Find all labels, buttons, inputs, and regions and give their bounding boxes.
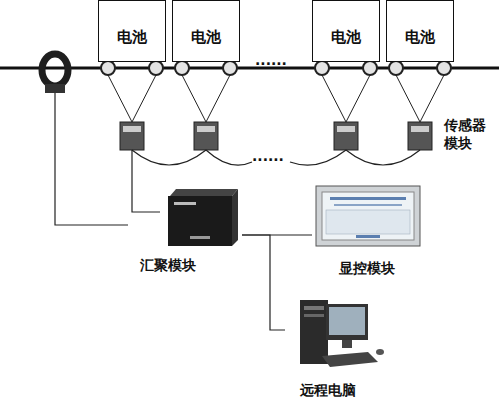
sense-wire [396, 75, 444, 122]
chain-wire [206, 150, 252, 165]
module-caption: 传感器 模块 [444, 117, 492, 153]
device-mark [190, 236, 210, 239]
device-mark [174, 202, 196, 205]
node-text: 显控模块 [312, 260, 422, 278]
battery-box: 电池 [172, 0, 240, 62]
terminal [223, 61, 237, 75]
ellipsis: ...... [255, 52, 295, 68]
pc-stand [342, 340, 352, 348]
pc-monitor [326, 304, 368, 340]
bus-line [0, 67, 499, 70]
current-clamp [42, 54, 128, 225]
node-text: 电池 [99, 1, 165, 47]
clamp-body [45, 84, 65, 93]
sensor-module [194, 122, 218, 150]
terminal [149, 61, 163, 75]
device-body [168, 196, 232, 246]
pc-drive [304, 314, 324, 317]
sensor-label-plate [123, 126, 141, 132]
node-text: 电池 [313, 1, 379, 47]
pc-mouse [376, 349, 384, 355]
sensor-module [408, 122, 432, 150]
sensor-module [120, 122, 144, 150]
computer [300, 300, 384, 367]
pc-drive [304, 306, 324, 310]
ellipsis: ...... [252, 148, 292, 164]
battery-box: 电池 [98, 0, 166, 62]
sensor-bus-wire [132, 150, 160, 212]
terminal [389, 61, 403, 75]
terminal [175, 61, 189, 75]
chain-wire [132, 150, 206, 165]
display-device [316, 186, 420, 246]
chain-wire [346, 150, 420, 165]
terminal [101, 61, 115, 75]
screen-footer [356, 235, 380, 238]
device-side [232, 189, 238, 246]
aggregation-module: 汇聚模块 [128, 185, 242, 275]
sense-wire [182, 75, 230, 122]
node-text: 远程电脑 [285, 382, 370, 400]
connector-wire [242, 235, 285, 330]
terminal [363, 61, 377, 75]
chain-wire [290, 150, 346, 165]
screen-line [334, 204, 402, 206]
node-text: 汇聚模块 [128, 257, 208, 275]
display-module: 显控模块 [312, 183, 422, 278]
sense-wire [108, 75, 156, 122]
battery-box: 电池 [312, 0, 380, 62]
remote-computer: 远程电脑 [285, 292, 370, 400]
pc-keyboard [322, 352, 378, 367]
sensor-module [334, 122, 358, 150]
sensor-modules [120, 122, 432, 150]
pc-tower [300, 300, 328, 364]
aggregation-device [168, 189, 238, 246]
terminal [315, 61, 329, 75]
pc-screen [329, 307, 365, 335]
sense-wires [108, 75, 444, 122]
sensor-label-plate [411, 126, 429, 132]
clamp-wire [55, 93, 128, 225]
sense-wire [322, 75, 370, 122]
clamp-ring [42, 54, 68, 86]
device-top [170, 189, 238, 196]
bus-bar [0, 68, 499, 69]
battery-box: 电池 [386, 0, 454, 62]
sensor-label-plate [337, 126, 355, 132]
node-text: 电池 [387, 1, 453, 47]
panel-screen [322, 192, 414, 240]
panel-frame [316, 186, 420, 246]
sensor-label-plate [197, 126, 215, 132]
node-text: 电池 [173, 1, 239, 47]
terminal [437, 61, 451, 75]
screen-header [330, 197, 406, 200]
screen-area [326, 210, 410, 234]
